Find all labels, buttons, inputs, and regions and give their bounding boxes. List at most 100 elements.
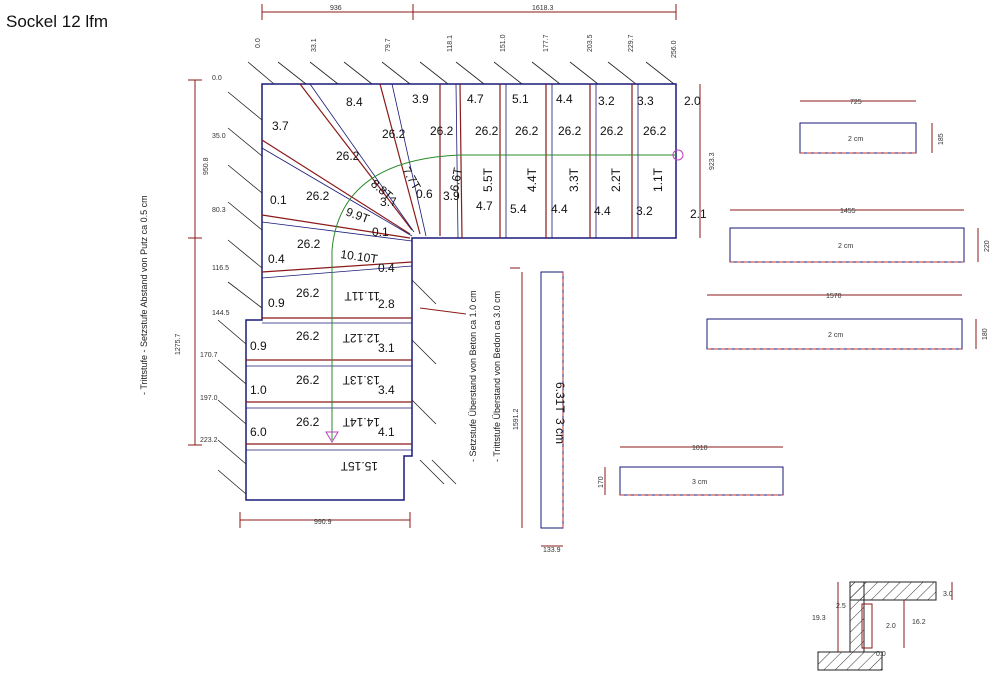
top-going-label: 26.2 bbox=[600, 124, 624, 138]
left-run-step: 10.10T bbox=[340, 247, 380, 266]
note-left: - Trittstufe - Setzstufe Abstand von Put… bbox=[139, 195, 149, 395]
winder-step-label: 9.9T bbox=[344, 205, 372, 227]
winder-label: 0.6 bbox=[416, 187, 433, 201]
top-lower-label: 4.7 bbox=[476, 199, 493, 213]
long-board-length: 1591.2 bbox=[513, 408, 520, 430]
left-tick: 0.0 bbox=[212, 75, 222, 82]
left-dim-lower: 1275.7 bbox=[175, 333, 182, 355]
top-tick: 118.1 bbox=[447, 35, 454, 52]
top-tick: 229.7 bbox=[628, 34, 635, 52]
top-step-label: 4.4T bbox=[525, 167, 539, 192]
detail-section: 3.0 2.5 19.3 2.0 16.2 0.0 bbox=[812, 581, 953, 671]
left-run-label: 2.8 bbox=[378, 297, 395, 311]
top-going-label: 26.2 bbox=[475, 124, 499, 138]
left-run-step: 13.13T bbox=[342, 373, 380, 387]
top-step-label: 2.2T bbox=[609, 167, 623, 192]
top-tick: 256.0 bbox=[671, 40, 678, 58]
top-dimension: 936 1618.3 bbox=[261, 4, 677, 20]
top-tick-labels: 0.0 33.1 79.7 118.1 151.0 177.7 203.5 22… bbox=[247, 34, 678, 85]
left-dim-upper: 950.8 bbox=[203, 157, 210, 175]
left-tick: 223.2 bbox=[200, 437, 218, 444]
top-upper-label: 5.1 bbox=[512, 92, 529, 106]
left-run-label: 3.4 bbox=[378, 383, 395, 397]
board-label: 3 cm bbox=[692, 479, 707, 486]
top-going-label: 26.2 bbox=[515, 124, 539, 138]
top-upper-label: 4.7 bbox=[467, 92, 484, 106]
board-width: 725 bbox=[850, 99, 862, 106]
top-going-label: 26.2 bbox=[558, 124, 582, 138]
detail-label: 3.0 bbox=[943, 591, 953, 598]
left-run-step: 15.15T bbox=[340, 459, 378, 473]
stair-plan bbox=[245, 83, 684, 501]
left-run-label: 0.9 bbox=[268, 296, 285, 310]
top-lower-label: 3.9 bbox=[443, 189, 460, 203]
top-step-label: 3.3T bbox=[567, 167, 581, 192]
detail-label: 19.3 bbox=[812, 615, 826, 622]
page-title: Sockel 12 lfm bbox=[6, 12, 109, 31]
board-height: 185 bbox=[938, 133, 945, 145]
board-3: 1570 2 cm 180 bbox=[706, 293, 989, 350]
top-lower-label: 5.4 bbox=[510, 202, 527, 216]
left-run-label: 26.2 bbox=[296, 329, 320, 343]
left-run-label: 26.2 bbox=[297, 237, 321, 251]
winder-label: 26.2 bbox=[336, 149, 360, 163]
left-run-step: 14.14T bbox=[342, 415, 380, 429]
winder-label: 3.9 bbox=[412, 92, 429, 106]
top-step-label: 5.5T bbox=[481, 167, 495, 192]
left-run-label: 1.0 bbox=[250, 383, 267, 397]
top-going-label: 26.2 bbox=[643, 124, 667, 138]
detail-label: 16.2 bbox=[912, 619, 926, 626]
top-tick: 33.1 bbox=[311, 38, 318, 52]
top-dim-1: 936 bbox=[330, 5, 342, 12]
board-width: 1010 bbox=[692, 445, 708, 452]
left-dimensions: 950.8 1275.7 0.0 35.0 80.3 116.5 144.5 1… bbox=[175, 75, 263, 495]
winder-label: 3.7 bbox=[272, 119, 289, 133]
note-setz: - Setzstufe Überstand von Beton ca 1.0 c… bbox=[468, 290, 478, 462]
board-4: 1010 3 cm 170 bbox=[598, 445, 784, 496]
left-run-label: 6.0 bbox=[250, 425, 267, 439]
left-tick: 80.3 bbox=[212, 207, 226, 214]
right-dimension: 923.3 bbox=[699, 84, 716, 238]
left-tick: 170.7 bbox=[200, 352, 218, 359]
right-dim-label: 923.3 bbox=[709, 152, 716, 170]
long-board-label: 6.31T bbox=[553, 382, 567, 413]
left-tick: 35.0 bbox=[212, 133, 226, 140]
note-tritt: - Trittstufe Überstand von Bedon ca 3.0 … bbox=[492, 291, 502, 462]
left-run-labels: 0.4 26.2 10.10T 0.4 0.9 26.2 11.11T 2.8 … bbox=[250, 237, 395, 473]
winder-label: 8.4 bbox=[346, 95, 363, 109]
bottom-dim-label: 990.9 bbox=[314, 519, 332, 526]
top-tick: 79.7 bbox=[385, 38, 392, 52]
left-run-label: 0.4 bbox=[378, 261, 395, 275]
board-label: 2 cm bbox=[838, 243, 853, 250]
top-upper-label: 3.2 bbox=[598, 94, 615, 108]
left-tick: 144.5 bbox=[212, 310, 230, 317]
left-run-label: 26.2 bbox=[296, 373, 320, 387]
left-run-label: 26.2 bbox=[296, 415, 320, 429]
board-height: 170 bbox=[598, 476, 605, 488]
winder-label: 26.2 bbox=[382, 127, 406, 141]
top-run-labels: 4.7 5.1 4.4 3.2 3.3 2.0 26.2 26.2 26.2 2… bbox=[443, 92, 707, 221]
top-step-label: 1.1T bbox=[651, 167, 665, 192]
top-tick: 203.5 bbox=[587, 34, 594, 52]
long-board: 6.31T 3 cm 1591.2 133.9 bbox=[513, 271, 567, 554]
detail-label: 0.0 bbox=[876, 651, 886, 658]
long-board-thickness: 3 cm bbox=[553, 418, 567, 444]
top-upper-label: 4.4 bbox=[556, 92, 573, 106]
left-run-label: 26.2 bbox=[296, 286, 320, 300]
top-upper-label: 3.3 bbox=[637, 94, 654, 108]
detail-label: 2.0 bbox=[886, 623, 896, 630]
winder-label: 0.1 bbox=[270, 193, 287, 207]
board-label: 2 cm bbox=[848, 136, 863, 143]
left-run-label: 0.4 bbox=[268, 252, 285, 266]
top-tick: 151.0 bbox=[500, 34, 507, 52]
detail-label: 2.5 bbox=[836, 603, 846, 610]
top-tick: 177.7 bbox=[543, 34, 550, 52]
board-2: 1455 2 cm 220 bbox=[729, 208, 991, 263]
winder-label: 0.1 bbox=[372, 225, 389, 239]
top-lower-label: 3.2 bbox=[636, 204, 653, 218]
board-width: 1570 bbox=[826, 293, 842, 300]
board-1: 725 2 cm 185 bbox=[799, 99, 945, 154]
long-board-width: 133.9 bbox=[543, 547, 561, 554]
winder-label: 3.7 bbox=[380, 195, 397, 209]
